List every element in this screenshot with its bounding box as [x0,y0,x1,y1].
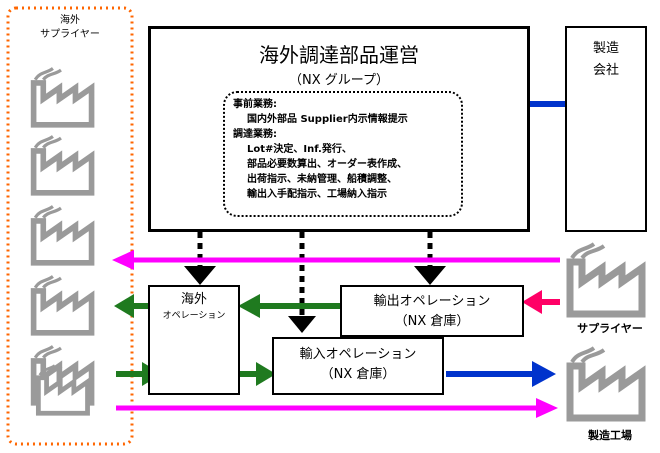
green-arrow-ops-to-import-head [256,362,276,386]
main-box-subtitle: （NX グループ） [289,73,389,88]
supplier-factory-icon [566,242,646,318]
overseas-factory-icon [30,205,95,266]
procurement-task-item: Lot#決定、Inf.発行、 [247,144,352,155]
overseas-supplier-label-line2: サプライヤー [40,29,100,40]
manufacturer-label-line2: 会社 [592,63,619,78]
export-operations-box: 輸出オペレーション （NX 倉庫） [340,285,524,337]
export-ops-label-line1: 輸出オペレーション [373,294,491,309]
procurement-task-item: 部品必要数算出、オーダー表作成、 [247,159,407,170]
supplier-label: サプライヤー [577,322,643,335]
factory-icon [566,346,646,422]
factory-label: 製造工場 [588,429,632,442]
overseas-operations-box: 海外 オペレーション [148,285,240,395]
procurement-tasks-label: 調達業務: [233,129,277,140]
task-list-box: 事前業務: 国内外部品 Supplier内示情報提示 調達業務: Lot#決定、… [223,91,463,217]
overseas-factory-icon [35,364,90,416]
overseas-supplier-group [6,6,134,446]
overseas-ops-label-line1: 海外 [180,292,207,307]
procurement-task-item: 出荷指示、未納管理、船積調整、 [247,174,397,185]
manufacturer-label-line1: 製造 [592,41,619,56]
pre-tasks-label: 事前業務: [233,99,277,110]
arrowhead-to-import-ops [288,316,316,333]
magenta-arrow-bottom-head [536,398,558,418]
blue-arrow-import-to-factory-head [532,361,556,387]
arrowhead-to-export-ops [414,266,446,285]
overseas-supplier-label-line1: 海外 [60,15,80,26]
export-ops-label-line2: （NX 倉庫） [394,314,470,329]
magenta-arrow-top-head [112,250,134,270]
green-arrow-to-suppliers-head [114,294,134,318]
pre-task-item: 国内外部品 Supplier内示情報提示 [247,114,408,125]
overseas-factory-icon [30,67,95,128]
overseas-factory-icon [30,135,95,196]
main-procurement-box: 海外調達部品運営 （NX グループ） 事前業務: 国内外部品 Supplier内… [148,26,530,232]
overseas-supplier-label: 海外 サプライヤー [25,14,115,42]
import-operations-box: 輸入オペレーション （NX 倉庫） [272,337,444,395]
overseas-factory-icon [30,275,95,336]
arrowhead-to-overseas-ops [184,266,216,285]
pink-arrow-supplier-to-export-head [522,290,542,314]
green-arrow-export-to-overseas-head [238,294,260,318]
import-ops-label-line2: （NX 倉庫） [320,367,396,382]
import-ops-label-line1: 輸入オペレーション [299,347,417,362]
main-box-title: 海外調達部品運営 [259,43,419,67]
procurement-task-item: 輸出入手配指示、工場納入指示 [247,189,387,200]
overseas-ops-label-line2: オペレーション [162,311,226,321]
manufacturer-box: 製造 会社 [565,26,647,232]
